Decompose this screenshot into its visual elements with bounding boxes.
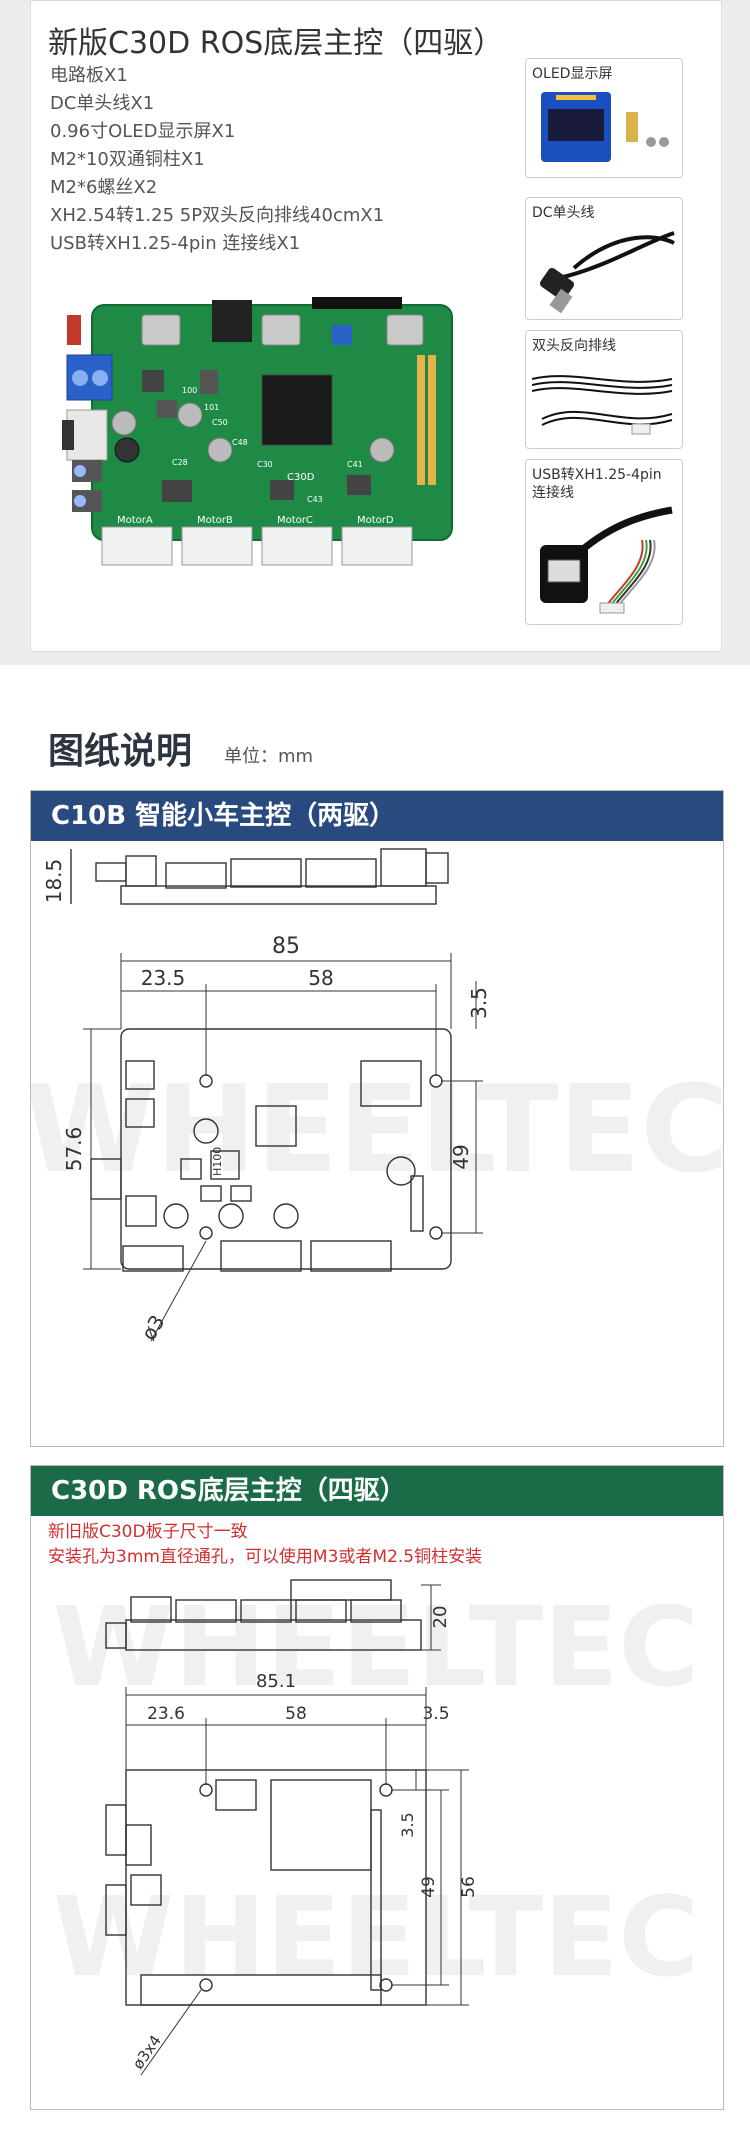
board-label-off: OFF bbox=[74, 401, 91, 411]
package-item: XH2.54转1.25 5P双头反向排线40cmX1 bbox=[50, 205, 385, 226]
watermark: WHEELTEC bbox=[53, 1873, 699, 2001]
board-label: C43 bbox=[307, 495, 323, 504]
board-label-motor-c: MotorC bbox=[277, 515, 313, 526]
board-label-motor-a: MotorA bbox=[117, 515, 153, 526]
accessory-dc-cable: DC单头线 bbox=[525, 197, 683, 320]
package-item: M2*10双通铜柱X1 bbox=[50, 149, 205, 170]
board-label: C41 bbox=[347, 460, 363, 469]
dim-hole-span: 58 bbox=[285, 1704, 307, 1724]
accessory-label-line1: USB转XH1.25-4pin bbox=[532, 467, 662, 483]
board-label-model: C30D bbox=[287, 472, 315, 483]
accessory-reverse-cable: 双头反向排线 bbox=[525, 330, 683, 449]
package-item: M2*6螺丝X2 bbox=[50, 177, 158, 198]
dim-board-height: 56 bbox=[459, 1876, 479, 1898]
drawing-heading: 图纸说明 bbox=[48, 731, 193, 772]
dim-hole-vspan: 49 bbox=[419, 1876, 439, 1898]
accessory-label: OLED显示屏 bbox=[532, 66, 613, 82]
dim-offset-top: 3.5 bbox=[398, 1812, 417, 1837]
dim-width: 85 bbox=[272, 934, 300, 959]
board-label: C48 bbox=[232, 438, 248, 447]
board-label: 101 bbox=[204, 403, 219, 412]
package-item: 0.96寸OLED显示屏X1 bbox=[50, 121, 236, 142]
dim-offset-left: 23.6 bbox=[147, 1704, 185, 1724]
usb-cable-image bbox=[540, 506, 673, 614]
c30d-header: C30D ROS底层主控（四驱） bbox=[31, 1466, 723, 1516]
dc-cable-image bbox=[539, 231, 675, 314]
package-item: 电路板X1 bbox=[50, 65, 128, 86]
oled-image bbox=[541, 92, 669, 162]
board-label: C30 bbox=[257, 460, 273, 469]
accessory-label: 双头反向排线 bbox=[532, 338, 616, 354]
accessory-oled: OLED显示屏 bbox=[525, 58, 683, 178]
package-item: USB转XH1.25-4pin 连接线X1 bbox=[50, 233, 301, 254]
dim-hole-span: 58 bbox=[308, 966, 333, 990]
package-list: 电路板X1 DC单头线X1 0.96寸OLED显示屏X1 M2*10双通铜柱X1… bbox=[50, 62, 384, 258]
chip-label: H100 bbox=[211, 1147, 224, 1176]
package-item: DC单头线X1 bbox=[50, 93, 155, 114]
board-label-motor-d: MotorD bbox=[357, 515, 394, 526]
ribbon-cable-image bbox=[532, 375, 673, 435]
accessory-label-line2: 连接线 bbox=[532, 485, 574, 501]
note-line: 新旧版C30D板子尺寸一致 bbox=[48, 1522, 248, 1542]
accessory-label: USB转XH1.25-4pin 连接线 bbox=[532, 466, 662, 502]
board-label: C50 bbox=[212, 418, 228, 427]
board-label-motor-b: MotorB bbox=[197, 515, 233, 526]
dim-board-height: 57.6 bbox=[62, 1127, 86, 1172]
note-line: 安装孔为3mm直径通孔，可以使用M3或者M2.5铜柱安装 bbox=[48, 1547, 483, 1567]
product-title: 新版C30D ROS底层主控（四驱） bbox=[48, 26, 504, 61]
c10b-panel: C10B 智能小车主控（两驱） bbox=[30, 790, 724, 1447]
dim-height-side: 18.5 bbox=[42, 859, 66, 904]
dim-offset-right: 3.5 bbox=[422, 1704, 449, 1724]
c10b-header: C10B 智能小车主控（两驱） bbox=[31, 791, 723, 841]
c30d-panel: C30D ROS底层主控（四驱） bbox=[30, 1465, 724, 2110]
dim-width: 85.1 bbox=[256, 1671, 296, 1692]
dim-offset-right: 3.5 bbox=[467, 987, 491, 1019]
board-label: C28 bbox=[172, 458, 188, 467]
watermark: WHEELTEC bbox=[53, 1583, 699, 1711]
c10b-drawing: WHEELTEC bbox=[31, 848, 721, 1344]
board-photo: MotorA MotorB MotorC MotorD C30D OFF C28… bbox=[62, 297, 453, 566]
dim-hole-dia: ø3x4 bbox=[129, 2032, 165, 2073]
accessory-label: DC单头线 bbox=[532, 205, 595, 221]
watermark: WHEELTEC bbox=[31, 1061, 721, 1200]
dim-height-side: 20 bbox=[430, 1606, 451, 1629]
dim-hole-vspan: 49 bbox=[449, 1144, 473, 1169]
board-label: 100 bbox=[182, 386, 197, 395]
accessory-usb-cable: USB转XH1.25-4pin 连接线 bbox=[525, 459, 683, 625]
dim-offset-left: 23.5 bbox=[141, 966, 186, 990]
unit-label: 单位：mm bbox=[224, 746, 314, 767]
c30d-drawing: WHEELTEC WHEELTEC 20 85.1 bbox=[53, 1579, 699, 2076]
